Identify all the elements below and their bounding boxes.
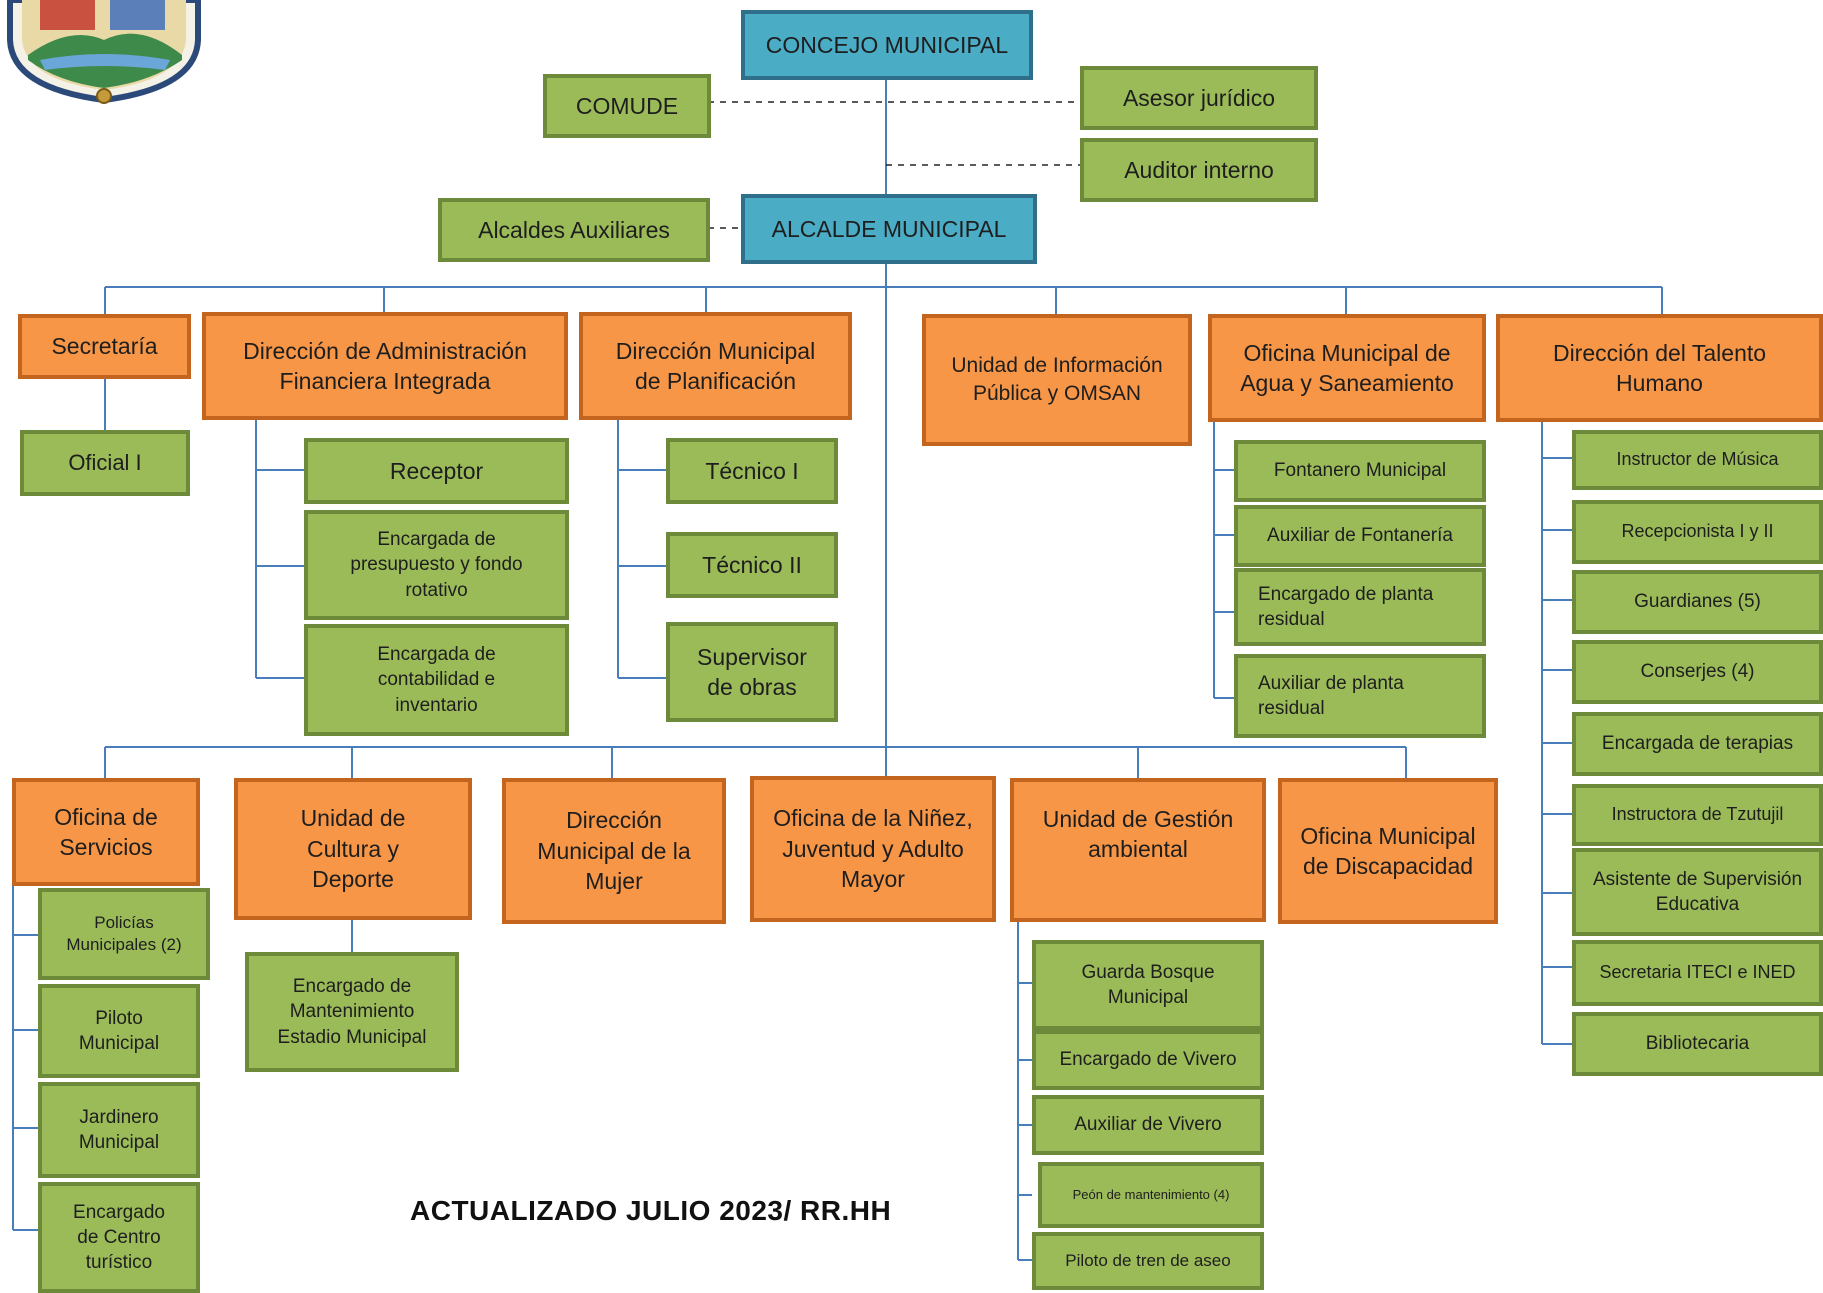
encargado-planta-box: Encargado de planta residual: [1234, 568, 1486, 646]
encargada-terapias-box: Encargada de terapias: [1572, 712, 1823, 776]
secretaria-iteci-box: Secretaria ITECI e INED: [1572, 940, 1823, 1006]
bibliotecaria-box: Bibliotecaria: [1572, 1012, 1823, 1076]
auditor-interno-box: Auditor interno: [1080, 138, 1318, 202]
oficina-discapacidad-box: Oficina Municipal de Discapacidad: [1278, 778, 1498, 924]
presupuesto-box: Encargada de presupuesto y fondo rotativ…: [304, 510, 569, 620]
comude-box: COMUDE: [543, 74, 711, 138]
asistente-supervision-box: Asistente de Supervisión Educativa: [1572, 848, 1823, 936]
jardinero-municipal-box: Jardinero Municipal: [38, 1082, 200, 1178]
oficial-i-box: Oficial I: [20, 430, 190, 496]
peon-mantenimiento-box: Peón de mantenimiento (4): [1038, 1162, 1264, 1228]
oficina-servicios-box: Oficina de Servicios: [12, 778, 200, 886]
unidad-informacion-publica-box: Unidad de Información Pública y OMSAN: [922, 314, 1192, 446]
oficina-ninez-box: Oficina de la Niñez, Juventud y Adulto M…: [750, 776, 996, 922]
conserjes-box: Conserjes (4): [1572, 640, 1823, 704]
piloto-municipal-box: Piloto Municipal: [38, 984, 200, 1078]
talento-humano-box: Dirección del Talento Humano: [1496, 314, 1823, 422]
auxiliar-fontaneria-box: Auxiliar de Fontanería: [1234, 505, 1486, 567]
estadio-box: Encargado de Mantenimiento Estadio Munic…: [245, 952, 459, 1072]
concejo-municipal-box: CONCEJO MUNICIPAL: [741, 10, 1033, 80]
policias-municipales-box: Policías Municipales (2): [38, 888, 210, 980]
instructora-tzutujil-box: Instructora de Tzutujil: [1572, 784, 1823, 846]
recepcionista-box: Recepcionista I y II: [1572, 500, 1823, 564]
gestion-ambiental-box: Unidad de Gestión ambiental: [1010, 778, 1266, 922]
cultura-deporte-box: Unidad de Cultura y Deporte: [234, 778, 472, 920]
tecnico-ii-box: Técnico II: [666, 532, 838, 598]
dmp-box: Dirección Municipal de Planificación: [579, 312, 852, 420]
guarda-bosque-box: Guarda Bosque Municipal: [1032, 940, 1264, 1030]
supervisor-obras-box: Supervisor de obras: [666, 622, 838, 722]
footer-updated-label: ACTUALIZADO JULIO 2023/ RR.HH: [410, 1195, 892, 1226]
asesor-juridico-box: Asesor jurídico: [1080, 66, 1318, 130]
receptor-box: Receptor: [304, 438, 569, 504]
piloto-tren-aseo-box: Piloto de tren de aseo: [1032, 1232, 1264, 1290]
contabilidad-box: Encargada de contabilidad e inventario: [304, 624, 569, 736]
oficina-agua-saneamiento-box: Oficina Municipal de Agua y Saneamiento: [1208, 314, 1486, 422]
secretaria-box: Secretaría: [18, 314, 191, 379]
encargado-vivero-box: Encargado de Vivero: [1032, 1030, 1264, 1090]
guardianes-box: Guardianes (5): [1572, 570, 1823, 634]
tecnico-i-box: Técnico I: [666, 438, 838, 504]
coat-of-arms-logo: [7, 0, 201, 104]
alcalde-municipal-box: ALCALDE MUNICIPAL: [741, 194, 1037, 264]
direccion-mujer-box: Dirección Municipal de la Mujer: [502, 778, 726, 924]
instructor-musica-box: Instructor de Música: [1572, 430, 1823, 490]
centro-turistico-box: Encargado de Centro turístico: [38, 1182, 200, 1293]
auxiliar-vivero-box: Auxiliar de Vivero: [1032, 1095, 1264, 1155]
alcaldes-auxiliares-box: Alcaldes Auxiliares: [438, 198, 710, 262]
dafi-box: Dirección de Administración Financiera I…: [202, 312, 568, 420]
auxiliar-planta-box: Auxiliar de planta residual: [1234, 654, 1486, 738]
fontanero-municipal-box: Fontanero Municipal: [1234, 440, 1486, 502]
